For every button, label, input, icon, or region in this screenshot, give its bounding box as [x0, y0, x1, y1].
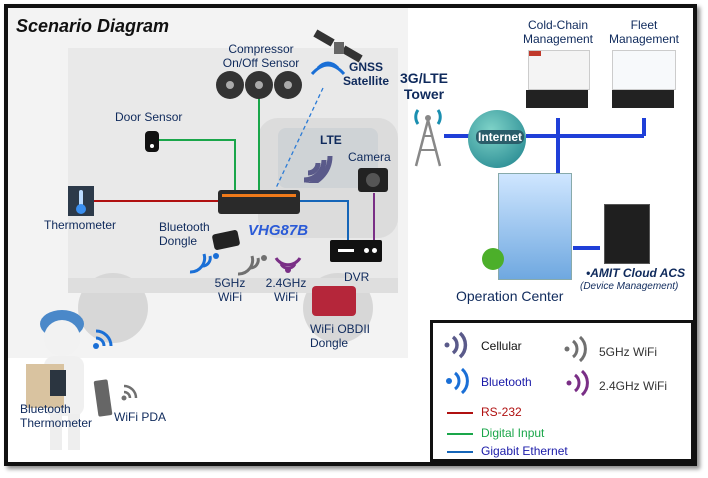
obd-dongle-label-line2: Dongle	[310, 336, 349, 350]
thermometer-label: Thermometer	[44, 218, 117, 232]
legend-digital-input-line	[447, 433, 473, 435]
gnss-label: GNSS Satellite	[336, 60, 396, 88]
dvr-label: DVR	[344, 270, 370, 284]
cold-chain-dashboard-screenshot	[528, 50, 590, 90]
vhg87b-router-device	[218, 190, 300, 214]
wifi-24ghz-signal-icon	[274, 257, 302, 273]
fleet-server-icon	[612, 90, 674, 108]
lte-label: LTE	[320, 133, 342, 147]
bluetooth-thermometer-label-line1: Bluetooth	[20, 402, 71, 416]
wifi-pda-label: WiFi PDA	[114, 410, 166, 424]
page-title: Scenario Diagram	[16, 16, 170, 36]
truck-background	[8, 8, 408, 358]
fleet-label-line2: Management	[608, 32, 680, 46]
bluetooth-dongle-label-line1: Bluetooth	[159, 220, 210, 234]
legend-bluetooth-label: Bluetooth	[481, 375, 532, 389]
legend-cellular-label: Cellular	[481, 339, 522, 353]
thermometer-icon	[68, 186, 94, 216]
bluetooth-dongle-label: Bluetooth Dongle	[159, 220, 210, 248]
pda-wifi-signal-icon	[121, 384, 138, 401]
legend-cellular-icon	[444, 331, 468, 359]
bluetooth-thermometer-label-line2: Thermometer	[20, 416, 93, 430]
tree-icon	[482, 248, 504, 270]
cold-chain-label-line1: Cold-Chain	[527, 18, 589, 32]
dvr-ethernet-line	[298, 200, 349, 240]
legend-wifi-24ghz-label: 2.4GHz WiFi	[599, 379, 668, 393]
fleet-label: Fleet Management	[604, 18, 684, 46]
cold-chain-label: Cold-Chain Management	[518, 18, 598, 46]
gnss-label-line1: GNSS	[348, 60, 383, 74]
legend-wifi-5ghz-label: 5GHz WiFi	[599, 345, 657, 359]
compressor-label-line2: On/Off Sensor	[222, 56, 300, 70]
satellite-icon	[310, 29, 363, 76]
compressor-label: Compressor On/Off Sensor	[216, 42, 306, 70]
door-sensor-label: Door Sensor	[115, 110, 183, 124]
camera-icon	[358, 168, 388, 192]
device-management-label: (Device Management)	[580, 281, 679, 292]
legend-digital-input-label: Digital Input	[481, 426, 545, 440]
obd-dongle-label-line1: WiFi OBDII	[310, 322, 370, 336]
delivery-worker-figure	[26, 310, 84, 450]
legend-wifi-5ghz-icon	[564, 335, 587, 363]
obd-dongle-label: WiFi OBDII Dongle	[310, 322, 370, 350]
connection-lines	[94, 87, 646, 250]
tower-label-line1: 3G/LTE	[400, 70, 448, 86]
legend-bluetooth-icon	[446, 367, 469, 395]
legend-wifi-24ghz-icon	[566, 369, 589, 397]
tower-label-line2: Tower	[403, 86, 445, 102]
wifi-5ghz-signal-icon	[237, 255, 267, 276]
gnss-dashed-line	[275, 87, 324, 189]
operation-center-building-icon	[498, 173, 572, 280]
tower-label: 3G/LTE Tower	[396, 70, 452, 102]
wifi-5ghz-label: 5GHz WiFi	[210, 276, 250, 304]
camera-label: Camera	[348, 150, 391, 164]
wifi-24ghz-label-line1: 2.4GHz	[265, 276, 307, 290]
fleet-label-line1: Fleet	[630, 18, 658, 32]
legend-rs232-line	[447, 412, 473, 414]
lte-signal-icon	[303, 155, 333, 183]
device-name-label: VHG87B	[248, 222, 309, 239]
dvr-icon	[330, 240, 382, 262]
fleet-dashboard-screenshot	[612, 50, 676, 90]
legend-gigabit-ethernet-line	[447, 451, 473, 453]
cell-tower-icon	[414, 109, 442, 167]
compressor-label-line1: Compressor	[228, 42, 294, 56]
wifi-5ghz-label-line2: WiFi	[218, 290, 242, 304]
operation-center-label: Operation Center	[456, 288, 564, 304]
bluetooth-thermometer-label: Bluetooth Thermometer	[20, 402, 92, 430]
legend-box: Cellular 5GHz WiFi Bluetooth 2.4GHz WiFi…	[430, 320, 694, 462]
obd-dongle-icon	[312, 286, 356, 316]
diagram-frame: Scenario Diagram Compressor On/Off Senso…	[4, 4, 697, 466]
wifi-24ghz-label: 2.4GHz WiFi	[262, 276, 310, 304]
door-sensor-icon	[145, 131, 159, 152]
cold-chain-label-line2: Management	[522, 32, 594, 46]
cloud-acs-label: •AMIT Cloud ACS	[586, 266, 686, 280]
bluetooth-dongle-label-line2: Dongle	[159, 234, 198, 248]
wifi-24ghz-label-line2: WiFi	[274, 290, 298, 304]
cold-chain-server-icon	[526, 90, 588, 108]
compressor-fan-icons	[216, 71, 302, 99]
legend-gigabit-ethernet-label: Gigabit Ethernet	[481, 444, 568, 458]
worker-bluetooth-signal-icon	[93, 329, 113, 349]
cloud-acs-server-rack-icon	[604, 204, 650, 264]
legend-rs232-label: RS-232	[481, 405, 522, 419]
internet-label: Internet	[476, 130, 525, 144]
wifi-5ghz-label-line1: 5GHz	[214, 276, 246, 290]
gnss-label-line2: Satellite	[342, 74, 390, 88]
door-sensor-digital-line	[158, 139, 236, 190]
bluetooth-signal-icon	[189, 253, 219, 274]
